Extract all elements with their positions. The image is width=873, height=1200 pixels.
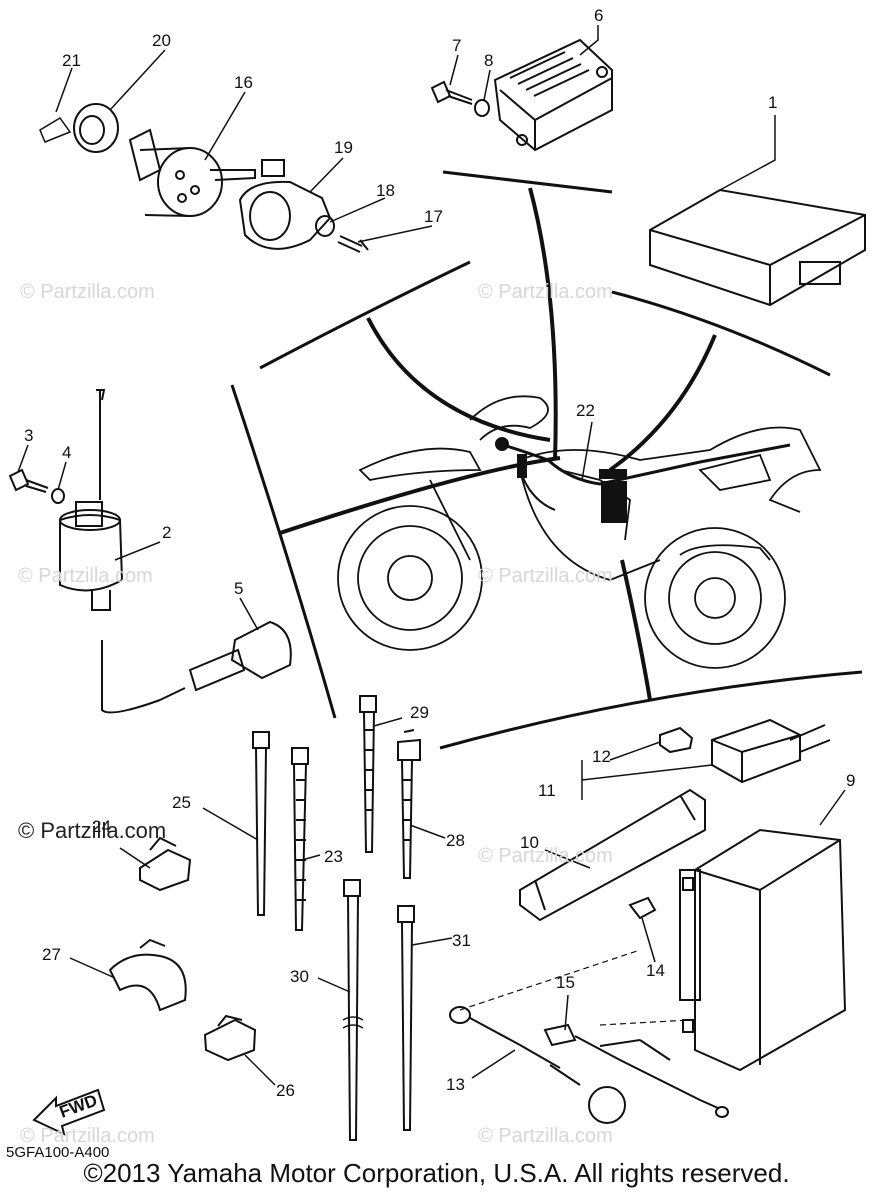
battery-cable-15	[543, 1023, 729, 1118]
callout-13: 13	[446, 1075, 465, 1094]
battery-9	[679, 828, 847, 1072]
screw-17	[337, 235, 369, 253]
fwd-arrow	[32, 1088, 106, 1136]
battery-cable-13	[449, 1006, 626, 1124]
callout-20: 20	[152, 31, 171, 50]
switch-cover	[238, 180, 332, 250]
fwd-label: FWD	[57, 1091, 100, 1122]
watermarks: © Partzilla.com © Partzilla.com © Partzi…	[18, 281, 613, 1147]
callout-1: 1	[768, 93, 777, 112]
watermark-dark: © Partzilla.com	[18, 818, 167, 843]
callout-11: 11	[538, 781, 556, 800]
main-switch	[128, 128, 285, 217]
harness-connector	[601, 481, 627, 523]
bolt-7	[430, 80, 473, 105]
callout-24: 24	[92, 817, 111, 836]
section-divider	[611, 290, 831, 377]
harness-connector	[517, 454, 527, 478]
harness-connector	[599, 469, 627, 479]
callout-21: 21	[62, 51, 81, 70]
watermark-text: © Partzilla.com	[478, 281, 613, 303]
harness-connector	[495, 437, 509, 451]
section-divider	[439, 670, 863, 750]
callout-2: 2	[162, 523, 171, 542]
callout-19: 19	[334, 138, 353, 157]
washer-8	[474, 99, 490, 117]
cable-tie-28	[397, 729, 421, 879]
diagram-code: 5GFA100-A400	[6, 1144, 109, 1161]
callout-26: 26	[276, 1081, 295, 1100]
callout-28: 28	[446, 831, 465, 850]
holder-14	[628, 896, 657, 920]
callout-14: 14	[646, 961, 665, 980]
callout-16: 16	[234, 73, 253, 92]
callout-17: 17	[424, 207, 443, 226]
bolt-3	[8, 468, 49, 493]
callout-9: 9	[846, 771, 855, 790]
callout-25: 25	[172, 793, 191, 812]
callout-29: 29	[410, 703, 429, 722]
copyright-notice: ©2013 Yamaha Motor Corporation, U.S.A. A…	[83, 1158, 790, 1188]
callout-22: 22	[576, 401, 595, 420]
section-divider	[259, 260, 471, 370]
callout-30: 30	[290, 967, 309, 986]
dashed-leader	[459, 949, 641, 1011]
dashed-leader	[599, 1019, 691, 1026]
cable-tie-31	[397, 905, 415, 1131]
clamp-24	[139, 836, 192, 892]
battery-band-10	[519, 788, 706, 922]
callout-leaders	[17, 25, 846, 1086]
cable-tie-29	[359, 695, 377, 853]
callout-27: 27	[42, 945, 61, 964]
grommet-20	[73, 103, 119, 153]
callout-7: 7	[452, 36, 461, 55]
callout-18: 18	[376, 181, 395, 200]
callout-23: 23	[324, 847, 343, 866]
watermark-text: © Partzilla.com	[478, 845, 613, 867]
section-divider	[279, 456, 561, 535]
cable-tie-23	[291, 747, 309, 931]
leader-line	[366, 317, 551, 442]
clamp-26	[203, 1014, 257, 1062]
watermark-text: © Partzilla.com	[18, 565, 153, 587]
callout-4: 4	[62, 443, 71, 462]
watermark-text: © Partzilla.com	[478, 1125, 613, 1147]
cable-tie-25	[252, 731, 270, 916]
motorcycle-outline	[337, 395, 822, 669]
watermark-text: © Partzilla.com	[478, 565, 613, 587]
washer-18	[315, 215, 335, 237]
wire-harness	[499, 442, 791, 486]
leader-line	[608, 334, 717, 472]
cdi-unit	[649, 188, 866, 307]
callout-5: 5	[234, 579, 243, 598]
section-divider	[230, 384, 337, 719]
leader-bracket	[581, 760, 713, 800]
callout-31: 31	[452, 931, 471, 950]
callout-6: 6	[594, 6, 603, 25]
watermark-text: © Partzilla.com	[20, 281, 155, 303]
ignition-coil	[59, 389, 186, 714]
leader-line	[620, 559, 652, 701]
rectifier-regulator	[493, 38, 613, 152]
callout-labels: 1 2 3 4 5 6 7 8 9 10 11 12 13 14 15 16 1…	[24, 6, 855, 1100]
callout-3: 3	[24, 426, 33, 445]
leader-line	[528, 187, 558, 461]
callout-8: 8	[484, 51, 493, 70]
cable-tie-30	[342, 879, 364, 1141]
callout-10: 10	[520, 833, 539, 852]
fuse-holder-11	[711, 718, 831, 784]
callout-12: 12	[592, 747, 611, 766]
washer-4	[51, 488, 65, 504]
key-21	[39, 117, 72, 143]
watermark-text: © Partzilla.com	[20, 1125, 155, 1147]
clamp-27	[108, 938, 187, 1012]
callout-15: 15	[556, 973, 575, 992]
spark-plug-cap	[188, 620, 292, 692]
fuse-12	[659, 726, 694, 754]
section-divider	[442, 170, 613, 194]
